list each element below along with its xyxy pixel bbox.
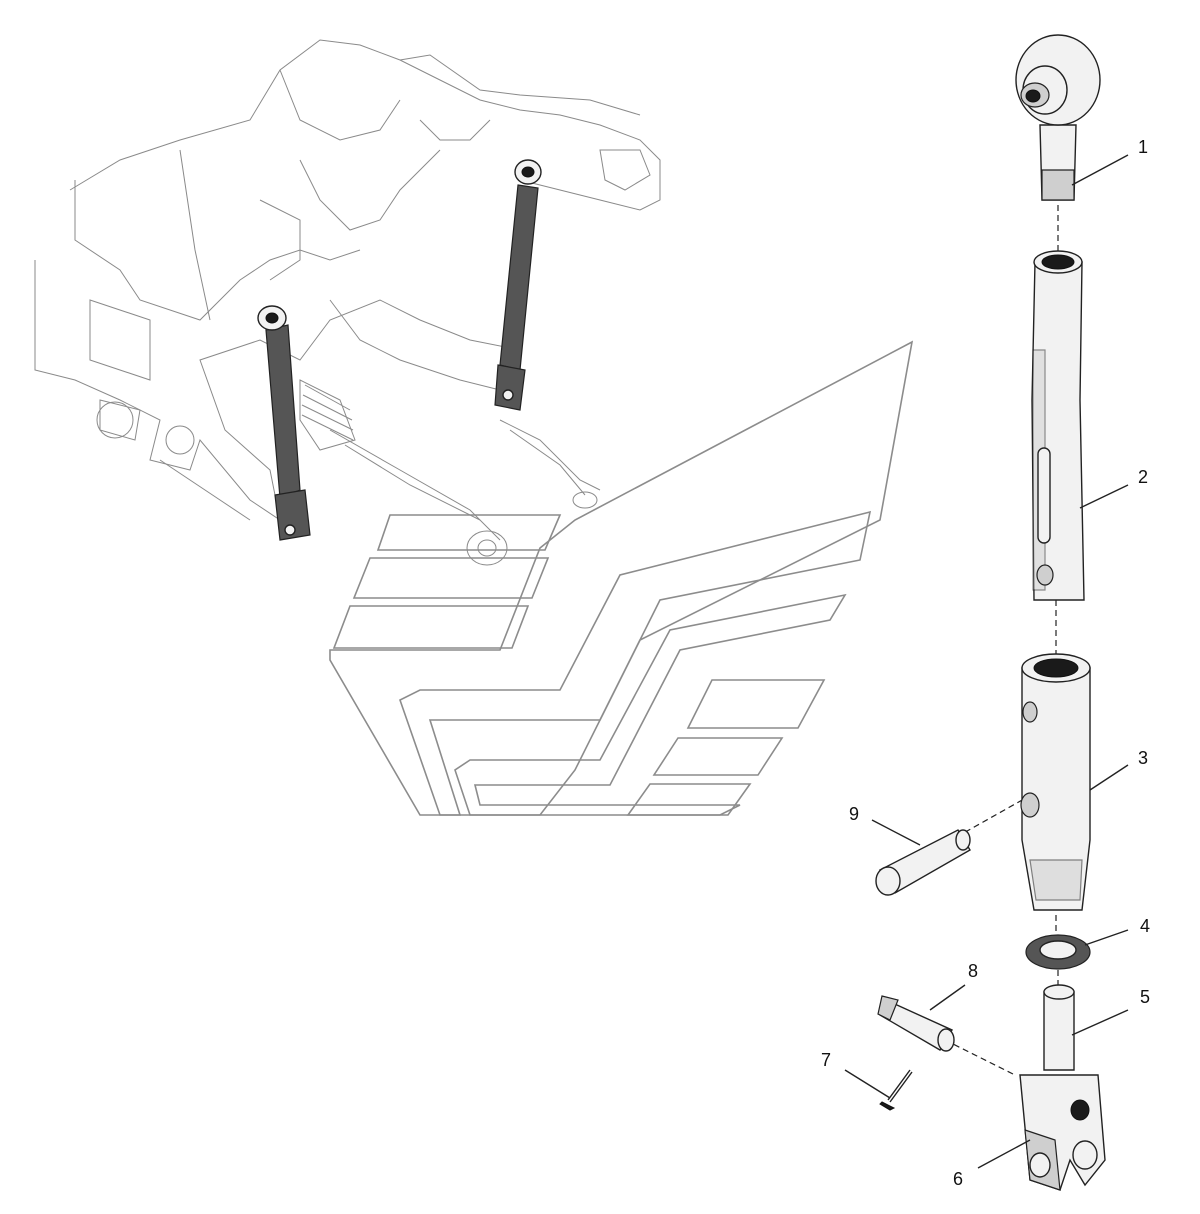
part-1-ball-end (1015, 34, 1101, 201)
part-5-shaft (1043, 984, 1075, 1071)
part-8-pin (877, 995, 955, 1052)
callout-5: 5 (1140, 987, 1150, 1007)
part-3-inner-tube (1020, 653, 1091, 911)
callout-1: 1 (1138, 137, 1148, 157)
callout-4: 4 (1140, 916, 1150, 936)
callout-9: 9 (849, 804, 859, 824)
top-link-left (257, 305, 311, 541)
watermark-logo (329, 340, 914, 816)
callout-7: 7 (821, 1050, 831, 1070)
top-link-right (494, 159, 542, 411)
part-6-clevis (1019, 1074, 1106, 1191)
part-7-cotter-pin (879, 1069, 913, 1111)
part-4-washer (1025, 934, 1091, 970)
callout-6: 6 (953, 1169, 963, 1189)
tractor-hitch-assembly (34, 39, 661, 566)
part-2-outer-tube (1031, 250, 1085, 601)
callout-3: 3 (1138, 748, 1148, 768)
callout-2: 2 (1138, 467, 1148, 487)
leader-lines (844, 154, 1129, 1169)
callout-8: 8 (968, 961, 978, 981)
part-9-pin (875, 829, 971, 896)
